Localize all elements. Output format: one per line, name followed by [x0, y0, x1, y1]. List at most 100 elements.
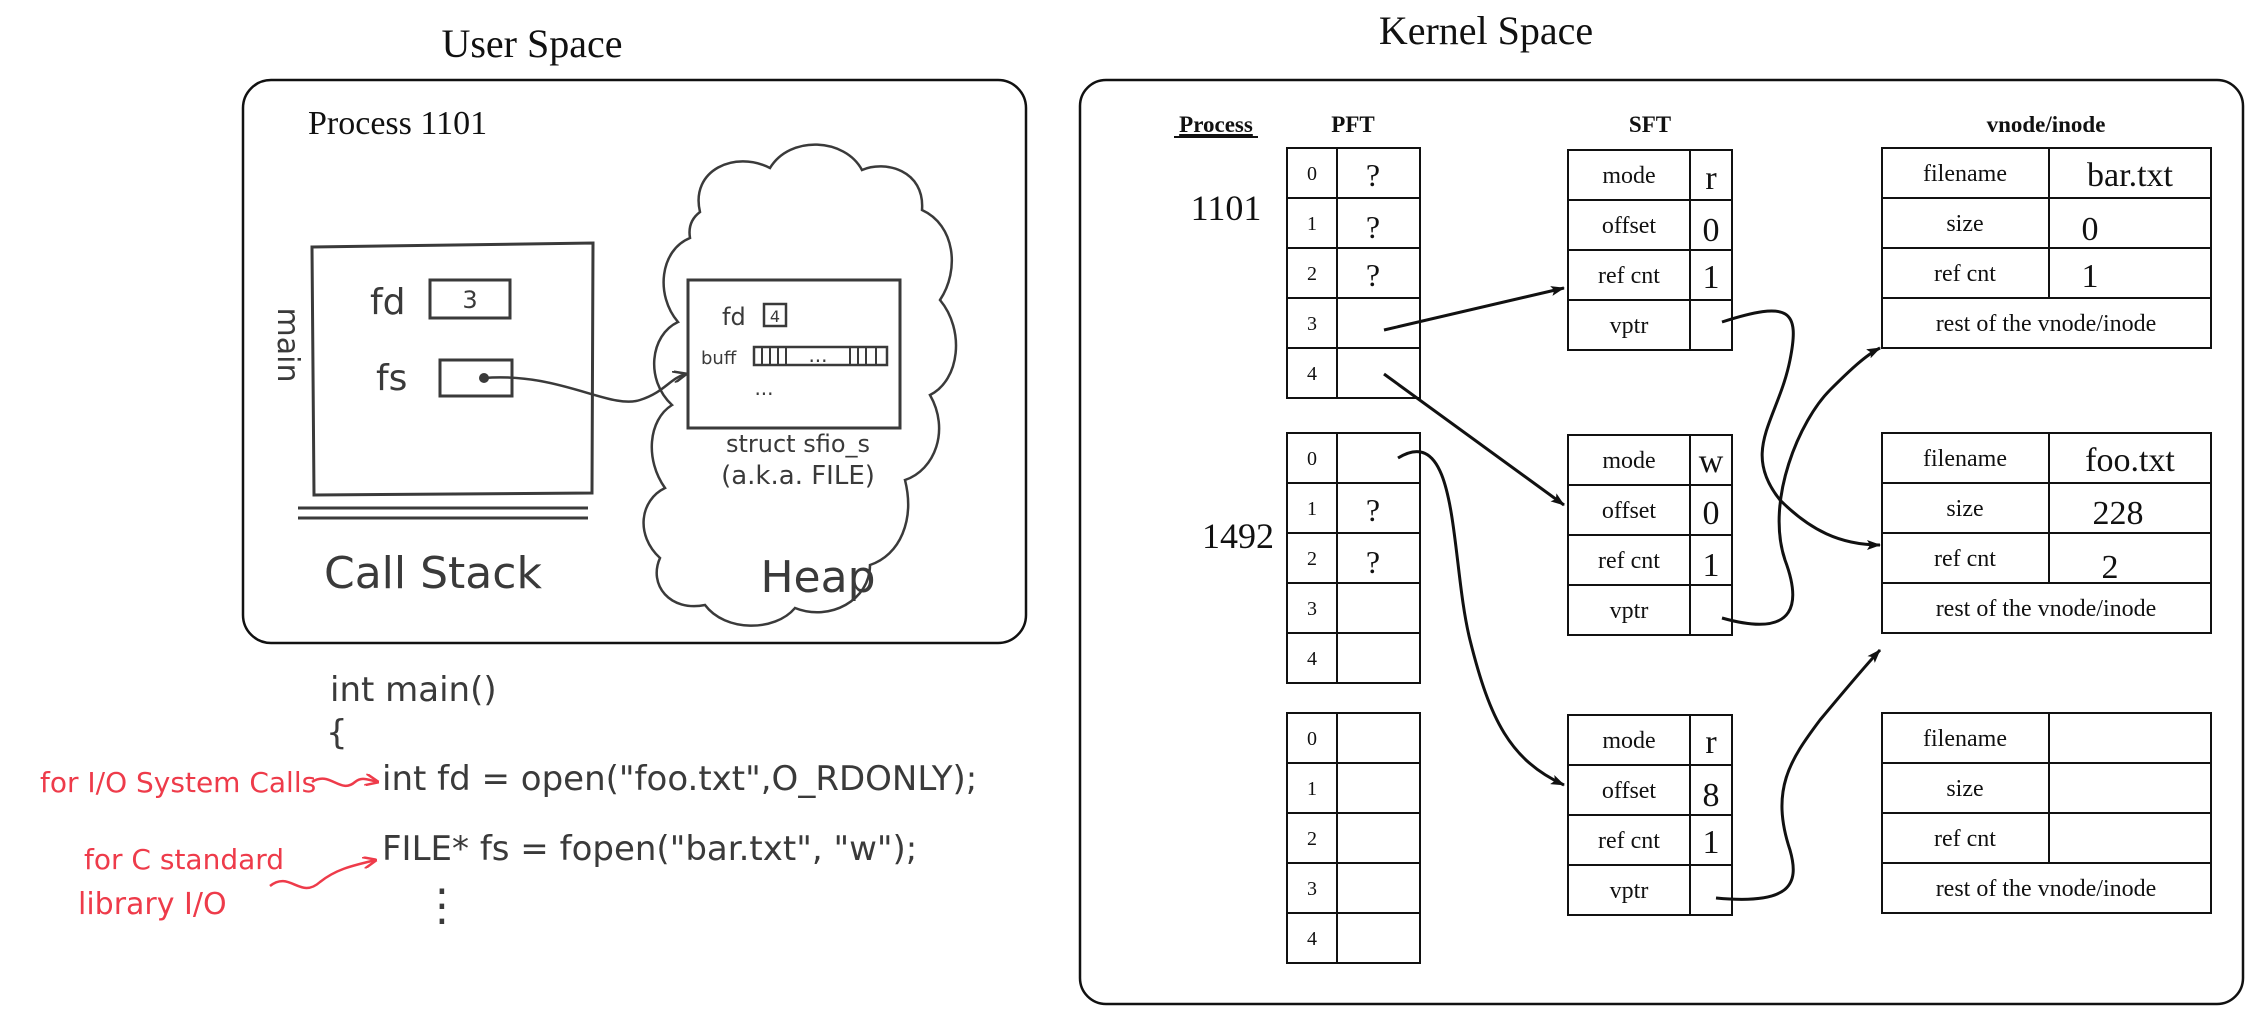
- pft-row: 4: [1286, 347, 1421, 399]
- pft-row: 1 ?: [1286, 482, 1421, 534]
- sft-label: offset: [1602, 213, 1657, 239]
- pft-row: 1 ?: [1286, 197, 1421, 249]
- sft1-vptr-to-foo-vnode-arrow: [1721, 309, 1881, 550]
- heap-buff-dots: ...: [808, 343, 827, 367]
- sft-label: ref cnt: [1598, 263, 1660, 289]
- sft-value: w: [1699, 443, 1724, 480]
- code-line-main: int main(): [330, 670, 497, 710]
- stack-frame: [310, 241, 595, 497]
- pft-1492: 1492 0 1 ? 2 ? 3: [1202, 432, 1421, 684]
- vnode-value: 1: [2082, 258, 2099, 295]
- sft-value: 0: [1703, 495, 1720, 532]
- sft-value: 1: [1703, 547, 1720, 584]
- vnode-label: filename: [1923, 161, 2007, 187]
- heap: fd 4 buff ... ... struct sfio_s (a.k.a. …: [642, 143, 958, 627]
- heap-caption: Heap: [760, 552, 875, 603]
- pft-row: 1: [1286, 762, 1421, 814]
- kernel-space-title: Kernel Space: [1379, 8, 1593, 53]
- vnode-label: ref cnt: [1934, 826, 1996, 852]
- pft-header: PFT: [1331, 112, 1374, 137]
- annotation-system-calls-arrow: [311, 779, 378, 788]
- pft-index: 4: [1307, 363, 1317, 385]
- vnode-rest: rest of the vnode/inode: [1936, 876, 2157, 902]
- vnode-label: size: [1946, 496, 1983, 522]
- sft-label: vptr: [1610, 598, 1649, 624]
- stack-fd-label: fd: [370, 282, 406, 323]
- pft-index: 2: [1307, 263, 1317, 285]
- pft-row: 3: [1286, 297, 1421, 349]
- pft-index: 0: [1307, 728, 1317, 750]
- vnode-value: 0: [2082, 211, 2099, 248]
- pft-index: 2: [1307, 548, 1317, 570]
- pft-row: 2: [1286, 812, 1421, 864]
- pft-row: 4: [1286, 912, 1421, 964]
- sft-entry: mode w offset 0 ref cnt 1 vptr: [1567, 434, 1733, 636]
- sft-label: offset: [1602, 498, 1657, 524]
- vnode-entry: filename bar.txt size 0 ref cnt 1 rest o…: [1881, 147, 2212, 349]
- process-header: Process: [1179, 112, 1253, 137]
- sft-label: offset: [1602, 778, 1657, 804]
- sft-label: ref cnt: [1598, 548, 1660, 574]
- pft-value: ?: [1366, 257, 1380, 293]
- pft-index: 3: [1307, 598, 1317, 620]
- sft2-vptr-to-bar-vnode-arrow: [1721, 346, 1881, 626]
- pft-index: 4: [1307, 928, 1317, 950]
- vnode-label: ref cnt: [1934, 546, 1996, 572]
- vnode-entry: filename foo.txt size 228 ref cnt 2 rest…: [1881, 432, 2212, 634]
- call-stack-caption: Call Stack: [324, 548, 542, 599]
- pft-value: ?: [1366, 544, 1380, 580]
- pft1101-fd3-to-sft1-arrow: [1383, 286, 1565, 332]
- code-line-ellipsis: ⋮: [420, 880, 464, 931]
- code-line-brace: {: [326, 713, 348, 753]
- fs-to-file-arrow: [483, 374, 686, 403]
- struct-label-line1: struct sfio_s: [726, 430, 870, 458]
- pft-index: 0: [1307, 448, 1317, 470]
- heap-buff-label: buff: [701, 348, 737, 369]
- vnode-value: bar.txt: [2087, 157, 2173, 194]
- pft-value: ?: [1366, 492, 1380, 528]
- pft-1101: 1101 0 ? 1 ? 2 ? 3: [1191, 147, 1421, 399]
- pft-row: 2 ?: [1286, 247, 1421, 299]
- call-stack: main fd 3 fs Call Stack: [270, 241, 595, 599]
- user-space-section: User Space Process 1101 main fd 3 fs Cal…: [241, 21, 1028, 645]
- vnode-label: filename: [1923, 726, 2007, 752]
- sft-label: mode: [1602, 448, 1655, 474]
- heap-more-dots: ...: [754, 376, 773, 400]
- pft-index: 3: [1307, 313, 1317, 335]
- annotation-c-library-line2: library I/O: [78, 887, 227, 922]
- sft-label: mode: [1602, 163, 1655, 189]
- pft-row: 3: [1286, 862, 1421, 914]
- heap-fd-box: [762, 302, 788, 328]
- pft-index: 0: [1307, 163, 1317, 185]
- struct-label-line2: (a.k.a. FILE): [721, 461, 875, 491]
- code-snippet: int main() { int fd = open("foo.txt",O_R…: [40, 670, 977, 931]
- annotation-system-calls: for I/O System Calls: [40, 766, 316, 799]
- vnode-rest: rest of the vnode/inode: [1936, 596, 2157, 622]
- vnode-entry: filename size ref cnt rest of the vnode/…: [1881, 712, 2212, 914]
- sft-entry: mode r offset 8 ref cnt 1 vptr: [1567, 714, 1733, 916]
- process-label: Process 1101: [308, 105, 487, 142]
- process-box: [241, 78, 1028, 645]
- kernel-space-section: Kernel Space Process PFT SFT vnode/inode…: [1078, 8, 2245, 1006]
- pft-index: 4: [1307, 648, 1317, 670]
- sft-value: r: [1705, 724, 1717, 761]
- sft-label: vptr: [1610, 878, 1649, 904]
- vnode-rest: rest of the vnode/inode: [1936, 311, 2157, 337]
- pft-value: ?: [1366, 209, 1380, 245]
- sft-entry: mode r offset 0 ref cnt 1 vptr: [1567, 149, 1733, 351]
- pft-index: 1: [1307, 778, 1317, 800]
- heap-cloud: [642, 143, 958, 627]
- kernel-box: [1078, 78, 2245, 1006]
- vnode-label: filename: [1923, 446, 2007, 472]
- pft1492-fd0-to-sft3-arrow: [1397, 450, 1565, 787]
- vnode-label: size: [1946, 776, 1983, 802]
- sft-value: 8: [1703, 777, 1720, 814]
- sft-value: 0: [1703, 212, 1720, 249]
- vnode-value: foo.txt: [2085, 442, 2175, 479]
- vnode-value: 2: [2102, 549, 2119, 586]
- sft-label: vptr: [1610, 313, 1649, 339]
- annotation-c-library-line1: for C standard: [84, 843, 284, 876]
- pft-process-id: 1101: [1191, 188, 1262, 228]
- pft-row: 0: [1286, 712, 1421, 764]
